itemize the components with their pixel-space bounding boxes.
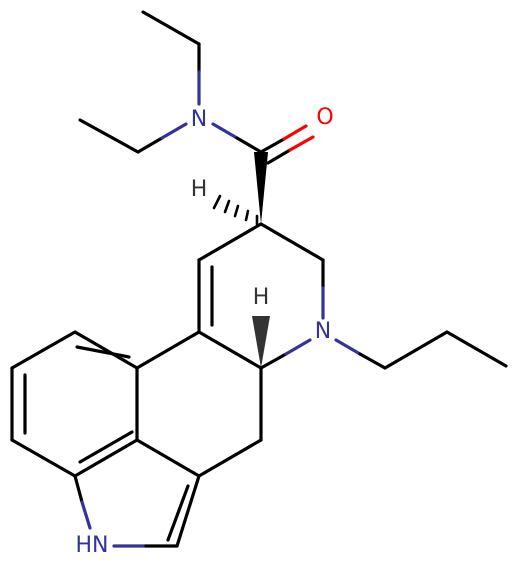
nitrogen-bonds — [73, 42, 387, 548]
c5-hydrogen-label: H — [253, 285, 270, 310]
bond-carbonyl-carbon-half-a — [259, 137, 286, 154]
wedge-c5-hydrogen — [252, 316, 270, 368]
bond-amide-n-carbonyl-nitrogen-half — [211, 122, 239, 140]
bond-c15-nh-carbon-half — [73, 474, 84, 504]
bond-carbonyl-oxygen-half-b — [288, 135, 315, 152]
bond-carbonyl-carbon-half-b — [266, 148, 292, 165]
bond-n6-propyl-nitrogen-half — [334, 338, 362, 356]
bond-c11-c12-inner — [75, 345, 131, 359]
bond-amide-n-ethyl2-carbon-half — [136, 136, 164, 154]
c8-hydrogen-label: H — [191, 177, 208, 202]
ring-nitrogen-label: N — [315, 319, 331, 344]
indole-nh-label: HN — [76, 533, 109, 558]
carbonyl-bond — [259, 124, 315, 165]
bond-amide-n-carbonyl-carbon-half — [235, 136, 263, 154]
bond-c15-c16 — [73, 438, 139, 478]
atom-labels: N O N HN H H — [76, 105, 334, 558]
bond-n6-propyl-carbon-half — [358, 352, 387, 370]
bond-c3-c2 — [175, 474, 201, 548]
bond-c5-n6-carbon-half — [259, 352, 288, 370]
bond-carbonyl-oxygen-half-a — [282, 124, 308, 141]
bond-amide-n-ethyl2-nitrogen-half — [160, 122, 188, 140]
bond-ethyl1-ch3-ch2 — [141, 10, 201, 46]
bond-propyl-ch2-ch3 — [445, 330, 508, 368]
stereo-bonds — [212, 152, 270, 368]
bond-c15-c16-inner — [78, 430, 134, 464]
bond-c16-c3 — [135, 438, 201, 478]
bond-ethyl2-ch3-ch2 — [78, 118, 140, 154]
bond-c3-c2-inner — [166, 484, 190, 542]
bond-c8-c7 — [259, 222, 325, 262]
bond-c10-c11 — [135, 330, 201, 370]
amide-nitrogen-label: N — [191, 107, 207, 132]
bond-c15-nh-nitrogen-half — [80, 500, 92, 530]
bond-c4-c3 — [197, 438, 263, 478]
bond-c12-c13 — [10, 330, 77, 370]
bond-c5-n6-nitrogen-half — [284, 338, 312, 356]
bond-propyl-ch2-ch2 — [383, 330, 449, 370]
carbon-bonds — [10, 10, 508, 548]
hash-c8-hydrogen — [212, 194, 259, 226]
bond-c11-c12 — [73, 330, 139, 370]
bond-c14-c15 — [10, 438, 77, 478]
bond-c10-c5 — [197, 330, 263, 370]
carbonyl-oxygen-label: O — [316, 105, 333, 130]
wedge-c8-carbonyl — [254, 152, 268, 224]
bond-c8-c9 — [197, 222, 263, 262]
